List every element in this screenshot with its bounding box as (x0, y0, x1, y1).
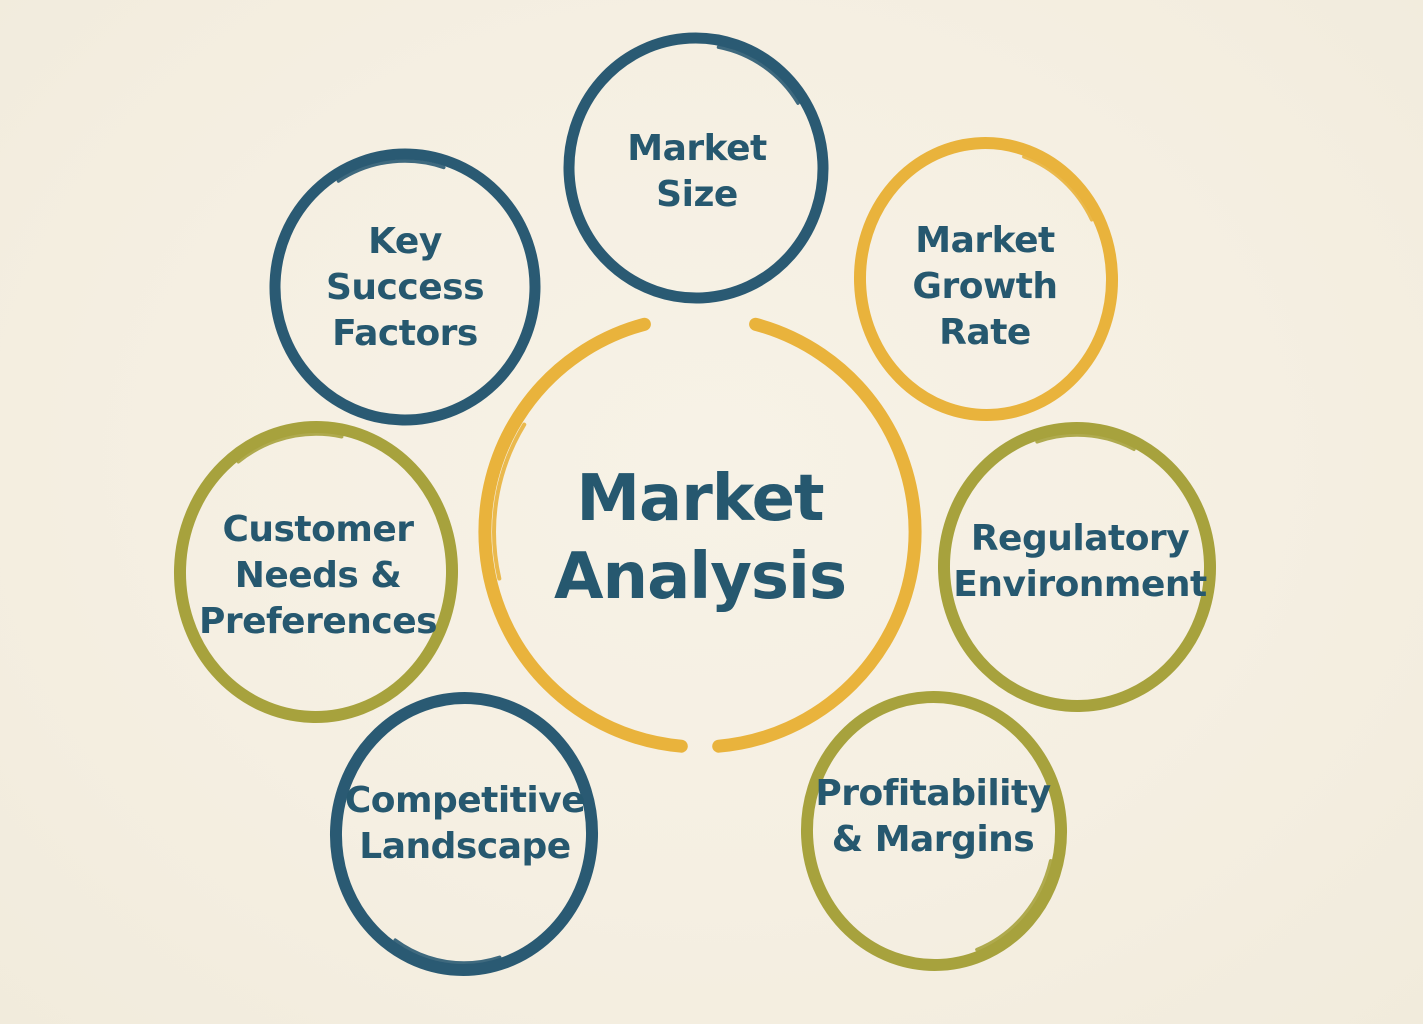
profitability-margins-label: Profitability& Margins (815, 772, 1051, 860)
customer-needs-preferences-sketch-accent (185, 432, 447, 712)
regulatory-environment-sketch-accent (949, 433, 1205, 701)
customer-needs-preferences-circle (173, 421, 459, 723)
competitive-landscape-circle (329, 692, 599, 976)
market-size-circle (563, 32, 829, 304)
market-growth-rate-ring (853, 137, 1119, 421)
hub-ring-sketch-accent (492, 324, 908, 740)
key-success-factors-circle (269, 148, 541, 426)
key-success-factors-sketch-accent (280, 159, 530, 415)
competitive-landscape-sketch-accent (341, 703, 587, 965)
profitability-margins-ring (800, 691, 1068, 971)
customer-needs-preferences-ring (173, 421, 459, 723)
regulatory-environment-ring (937, 422, 1217, 712)
hub-ring (478, 317, 922, 753)
key-success-factors-ring (269, 148, 541, 426)
profitability-margins-circle (800, 691, 1068, 971)
hub-ring-left-arc (478, 317, 688, 753)
market-growth-rate-circle (853, 137, 1119, 421)
competitive-landscape-ring (329, 692, 599, 976)
hub-ring-right-arc (712, 317, 922, 753)
market-size-ring (563, 32, 829, 304)
regulatory-environment-circle (937, 422, 1217, 712)
